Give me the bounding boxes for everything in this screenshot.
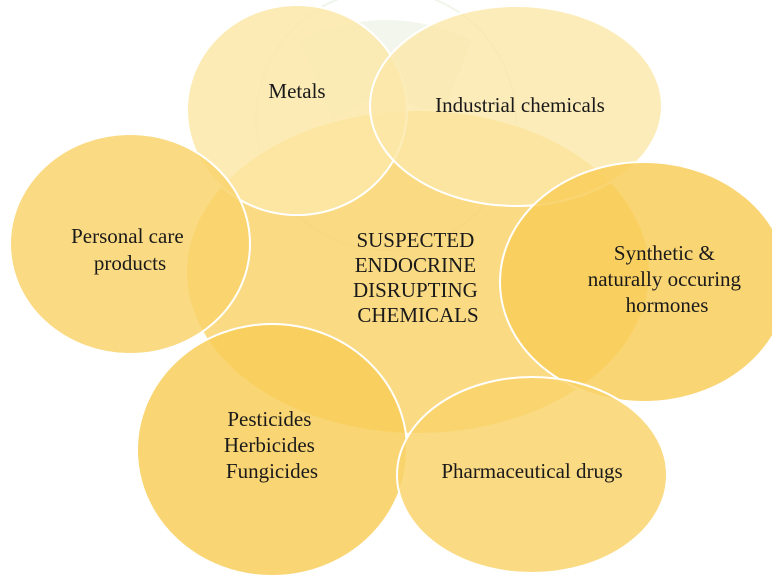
center-label-line: DISRUPTING bbox=[353, 278, 478, 302]
node-label-line: Metals bbox=[268, 79, 325, 103]
node-label-line: Herbicides bbox=[224, 433, 315, 457]
node-label-line: Synthetic & bbox=[614, 241, 715, 265]
node-label-line: Fungicides bbox=[226, 459, 318, 483]
node-label-metals: Metals bbox=[268, 79, 325, 103]
node-label-industrial: Industrial chemicals bbox=[435, 93, 605, 117]
node-label-line: Personal care bbox=[71, 224, 184, 248]
node-label-line: Pesticides bbox=[227, 407, 311, 431]
center-label-line: ENDOCRINE bbox=[355, 253, 476, 277]
node-label-line: Pharmaceutical drugs bbox=[441, 459, 622, 483]
node-label-pesticides: Pesticides Herbicides Fungicides bbox=[224, 407, 320, 483]
node-circle-hormones bbox=[499, 161, 772, 403]
node-circle-pharma bbox=[396, 376, 668, 574]
node-circle-industrial bbox=[369, 5, 663, 207]
node-label-line: naturally occuring bbox=[588, 267, 742, 291]
node-label-line: products bbox=[94, 251, 166, 275]
center-label: SUSPECTED ENDOCRINE DISRUPTING CHEMICALS bbox=[353, 228, 483, 327]
node-label-personal: Personal care products bbox=[71, 224, 189, 275]
center-label-line: CHEMICALS bbox=[357, 303, 478, 327]
center-label-line: SUSPECTED bbox=[356, 228, 474, 252]
node-label-line: Industrial chemicals bbox=[435, 93, 605, 117]
node-label-pharma: Pharmaceutical drugs bbox=[441, 459, 622, 483]
node-label-line: hormones bbox=[626, 293, 709, 317]
node-label-hormones: Synthetic & naturally occuring hormones bbox=[588, 241, 747, 317]
node-circle-personal bbox=[9, 133, 251, 355]
